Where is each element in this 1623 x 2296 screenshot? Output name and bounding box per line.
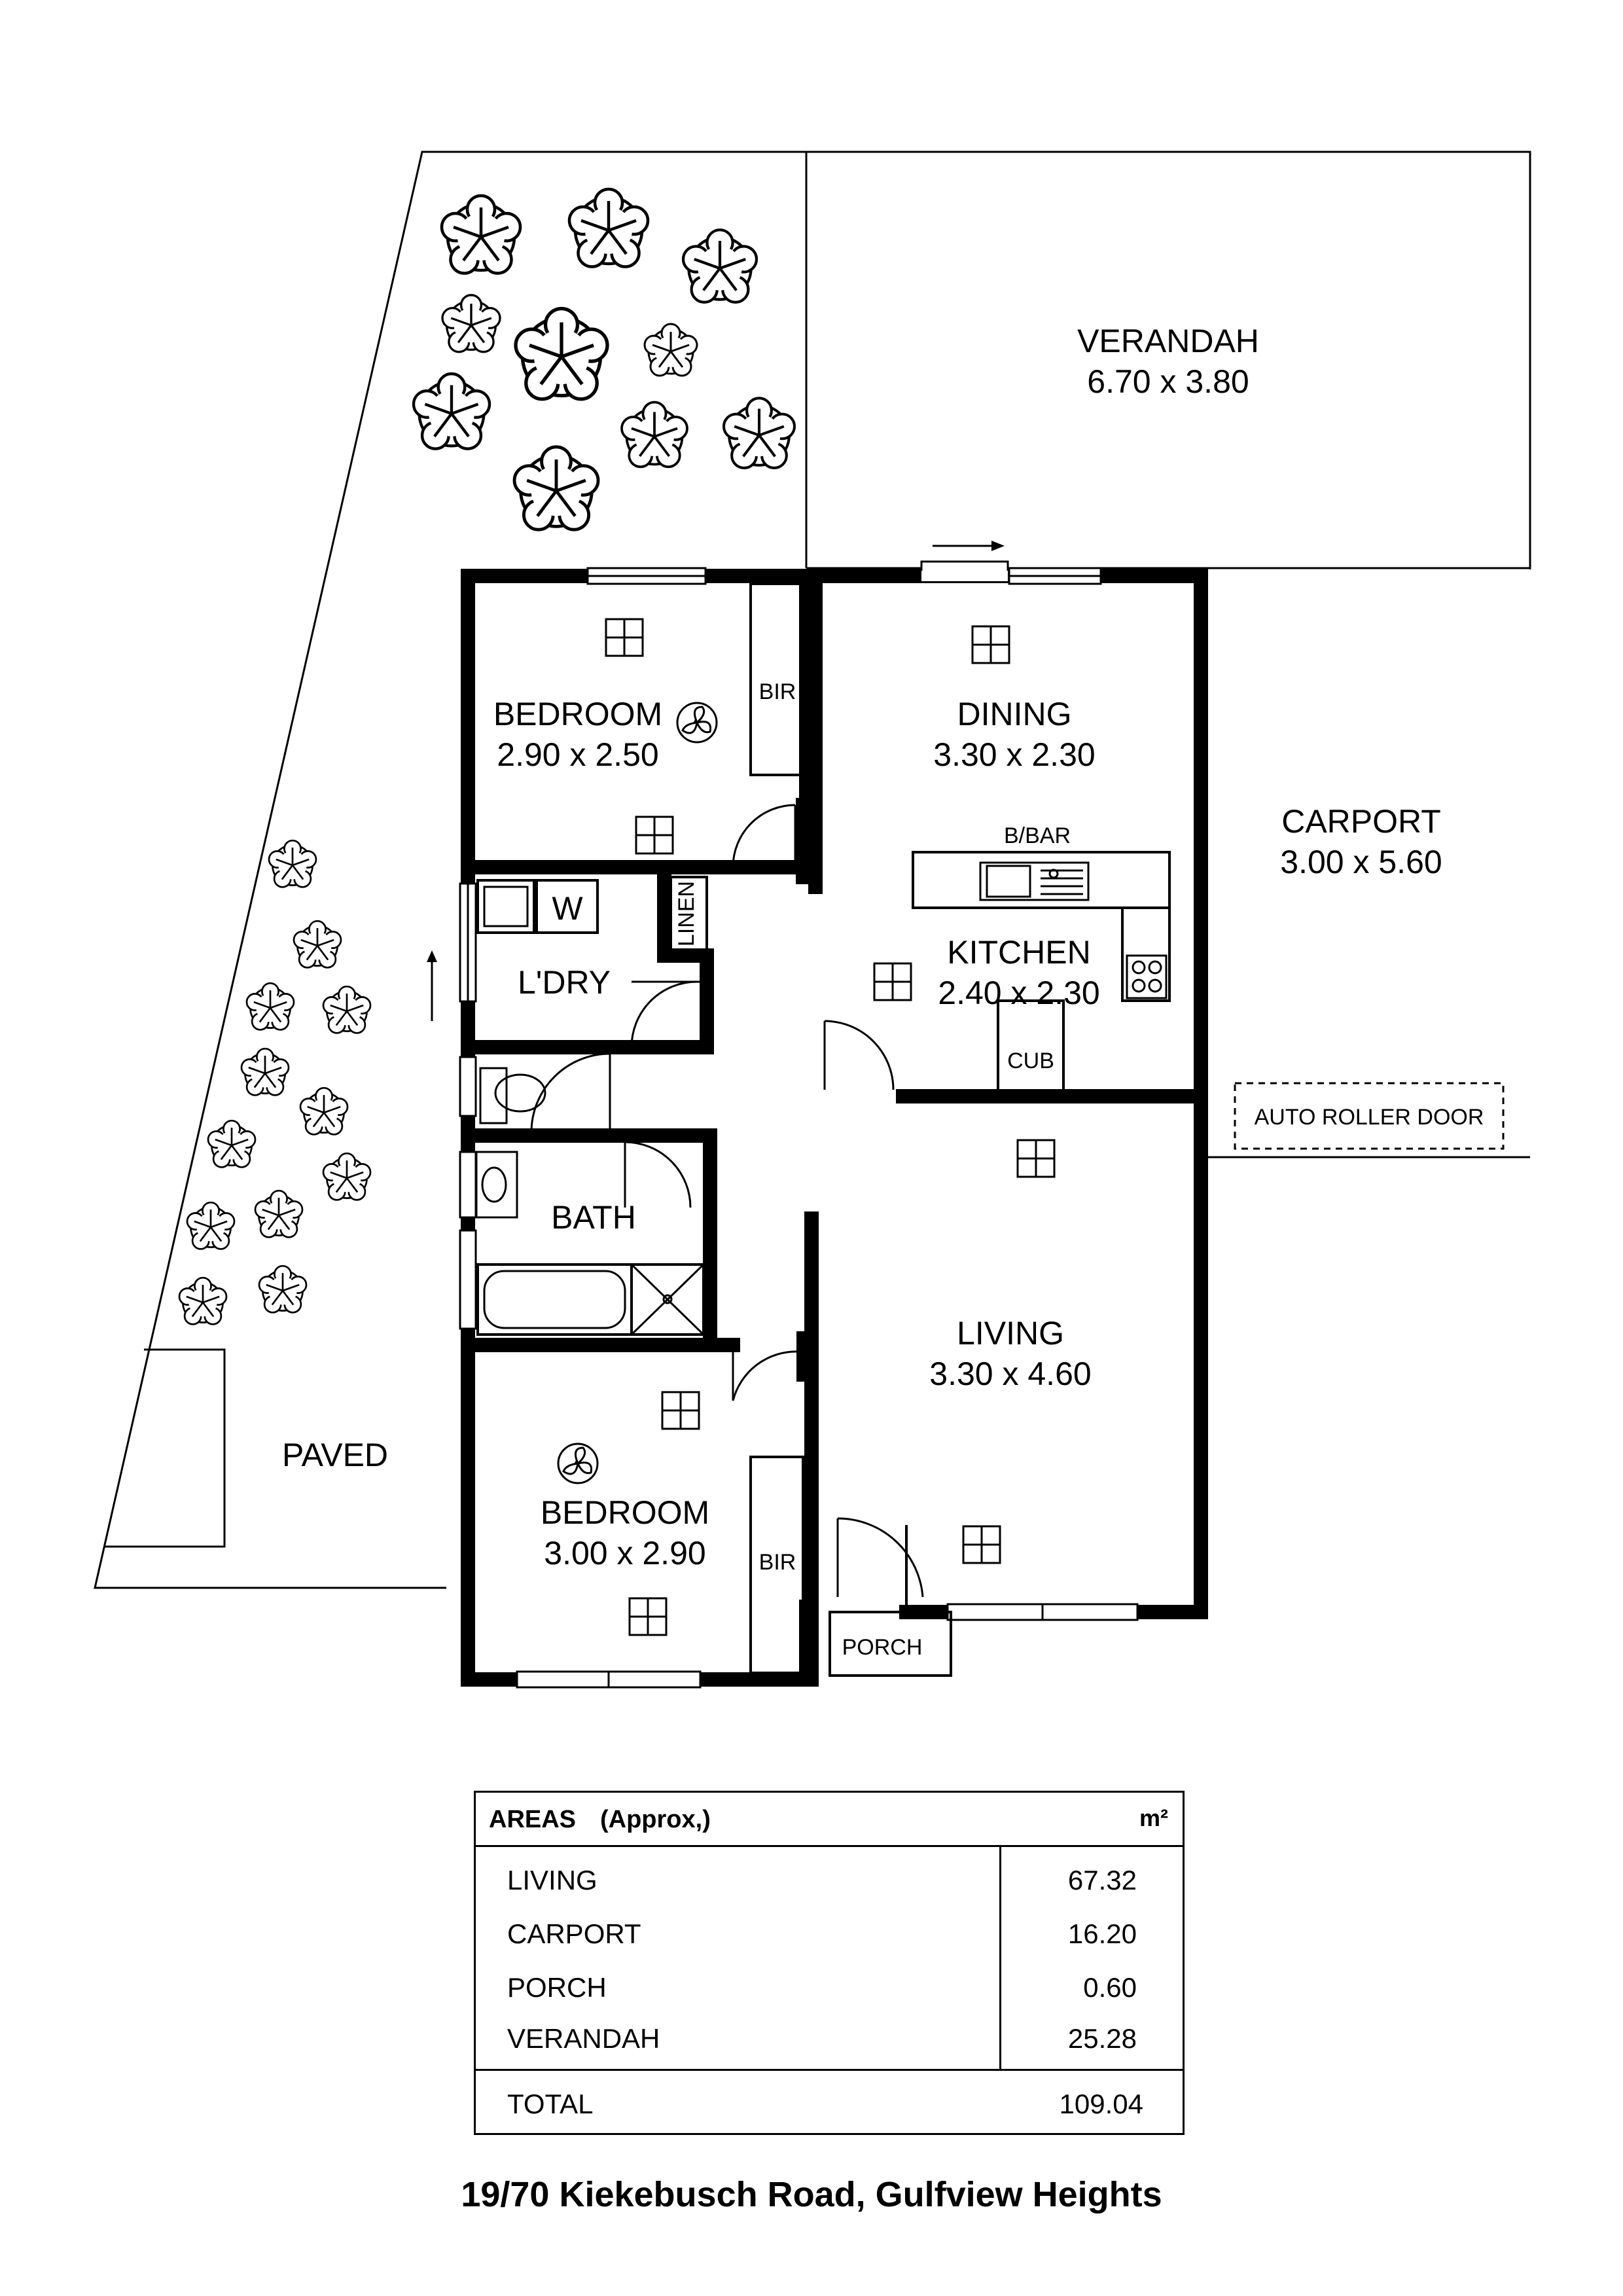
cupboard-label: CUB [1007, 1049, 1054, 1073]
fixtures [475, 583, 1505, 1677]
areas-title: AREAS [489, 1806, 577, 1833]
carport-dims: 3.00 x 5.60 [1280, 844, 1442, 880]
total-divider [476, 2069, 1183, 2071]
living-name: LIVING [957, 1315, 1064, 1352]
laundry-label: L'DRY [518, 964, 611, 1001]
ceiling-fan-icon [557, 1443, 599, 1484]
windows [427, 541, 1139, 1689]
washer-label: W [552, 890, 583, 927]
bedroom2-name: BEDROOM [541, 1494, 709, 1531]
bir-label: BIR [759, 679, 796, 704]
carport-name: CARPORT [1281, 803, 1441, 840]
areas-header: AREAS (Approx,) m² [476, 1793, 1183, 1847]
bedroom2-dims: 3.00 x 2.90 [544, 1535, 705, 1571]
verandah-name: VERANDAH [1077, 323, 1259, 359]
table-row: VERANDAH 25.28 [476, 2023, 1183, 2075]
areas-table: AREAS (Approx,) m² LIVING 67.32 CARPORT … [474, 1791, 1185, 2135]
total-value: 109.04 [1059, 2089, 1143, 2119]
bir-label: BIR [759, 1550, 796, 1575]
row-name: LIVING [507, 1865, 597, 1895]
dining-name: DINING [957, 696, 1072, 732]
garden-shrubs [178, 189, 794, 1325]
row-value: 0.60 [1083, 1972, 1137, 2003]
total-label: TOTAL [507, 2089, 594, 2119]
table-row: PORCH 0.60 [476, 1972, 1183, 2024]
column-divider [999, 1845, 1001, 2069]
ceiling-fan-icon [676, 702, 718, 744]
row-value: 16.20 [1067, 1918, 1137, 1949]
property-address: 19/70 Kiekebusch Road, Gulfview Heights [461, 2175, 1162, 2214]
auto-roller-door-label: AUTO ROLLER DOOR [1255, 1105, 1484, 1130]
areas-unit: m² [1139, 1804, 1168, 1831]
table-row: LIVING 67.32 [476, 1865, 1183, 1917]
room-labels: VERANDAH 6.70 x 3.80 BEDROOM 2.90 x 2.50… [282, 323, 1484, 1660]
living-dims: 3.30 x 4.60 [929, 1355, 1091, 1392]
linen-label: LINEN [674, 881, 699, 946]
breakfast-bar-label: B/BAR [1004, 823, 1071, 848]
row-name: PORCH [507, 1972, 607, 2003]
bedroom1-name: BEDROOM [493, 696, 662, 732]
dining-dims: 3.30 x 2.30 [933, 736, 1095, 773]
internal-walls [461, 569, 1208, 1382]
paved-label: PAVED [282, 1437, 388, 1473]
bath-label: BATH [551, 1199, 636, 1236]
row-value: 25.28 [1067, 2023, 1137, 2054]
bedroom1-dims: 2.90 x 2.50 [497, 736, 658, 773]
verandah-dims: 6.70 x 3.80 [1087, 363, 1249, 400]
doors [530, 792, 924, 1598]
kitchen-name: KITCHEN [947, 934, 1090, 971]
kitchen-dims: 2.40 x 2.30 [938, 975, 1099, 1011]
row-value: 67.32 [1067, 1865, 1137, 1895]
table-row: CARPORT 16.20 [476, 1918, 1183, 1971]
areas-subtitle: (Approx,) [600, 1806, 711, 1833]
porch-label: PORCH [842, 1635, 923, 1660]
row-name: CARPORT [507, 1918, 641, 1949]
row-name: VERANDAH [507, 2023, 660, 2054]
